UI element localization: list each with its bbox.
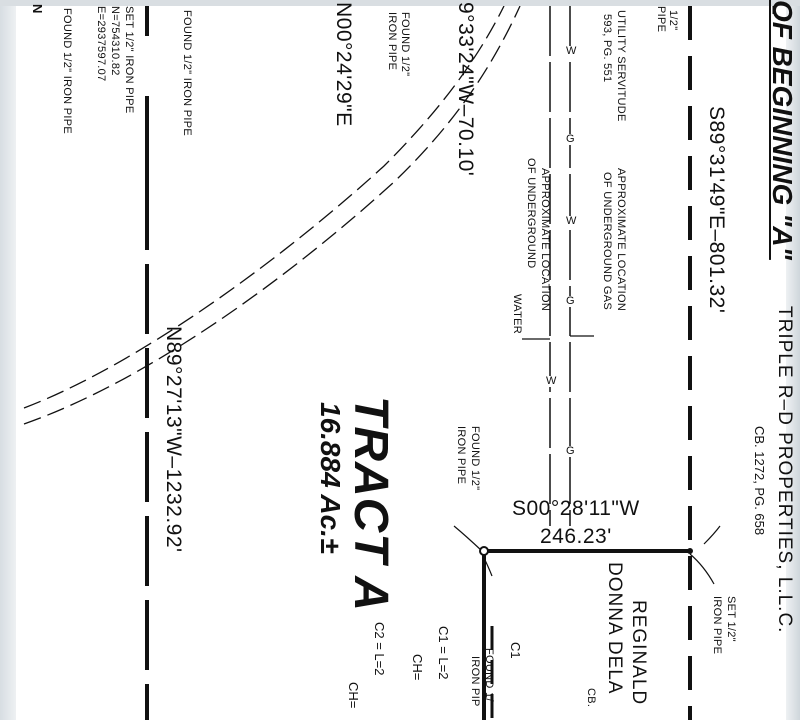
found-pipe-mid-label-2: IRON PIPE xyxy=(455,426,467,485)
top-bearing-fragment: N00°24'29"E xyxy=(332,2,355,127)
set-pipe-monument xyxy=(687,548,693,554)
viewer-right-edge xyxy=(786,0,800,720)
pipe-fragment-b: PIPE xyxy=(655,6,667,33)
gas-location-label-1: APPROXIMATE LOCATION xyxy=(615,168,627,312)
viewer-left-edge xyxy=(0,0,16,720)
diagonal-bearing: 9°33'24"W–70.10' xyxy=(454,2,477,177)
survey-plat: OF BEGINNING "A" TRIPLE R–D PROPERTIES, … xyxy=(14,0,798,720)
top-left-letter: N xyxy=(30,4,45,14)
found-pipe-mid-label-1: FOUND 1/2" xyxy=(469,426,481,491)
gas-marker: G xyxy=(566,445,575,457)
east-line-distance: 246.23' xyxy=(540,525,612,548)
water-location-label-2: OF UNDERGROUND xyxy=(525,158,537,269)
pipe-fragment-a: 1/2" xyxy=(667,10,679,31)
water-marker: W xyxy=(546,375,557,387)
road-edge-2 xyxy=(23,6,521,425)
adjoiner-donna: DONNA DELA xyxy=(604,562,625,695)
adjoiner-reginald-ref: CB. xyxy=(585,688,597,708)
curve-c1-label: C1 xyxy=(508,642,523,659)
water-marker: W xyxy=(566,215,577,227)
utility-servitude-ref: 593, PG. 551 xyxy=(601,14,613,83)
viewer-top-edge xyxy=(0,0,800,6)
adjoiner-triple-rd: TRIPLE R–D PROPERTIES, L.L.C. xyxy=(774,306,795,634)
found-pipe-bottom-label-1: FOUND 1/ xyxy=(483,648,495,702)
curve-c2-data: C2 = L=2 xyxy=(372,622,387,676)
tract-name: TRACT A xyxy=(344,396,397,612)
set-pipe-leader xyxy=(689,553,715,585)
water-location-label-1: APPROXIMATE LOCATION xyxy=(539,168,551,312)
set-pipe-left-label: SET 1/2" IRON PIPE xyxy=(123,6,135,114)
found-pipe-monument xyxy=(479,546,489,556)
road-edge-1 xyxy=(23,6,505,409)
east-line-bearing: S00°28'11"W xyxy=(512,497,640,520)
found-pipe-top-label-2: IRON PIPE xyxy=(386,12,398,71)
found-pipe-far-left-label: FOUND 1/2" IRON PIPE xyxy=(61,8,73,135)
corner-arrow xyxy=(703,525,721,545)
set-pipe-right-label-1: SET 1/2" xyxy=(725,596,737,642)
gas-marker: G xyxy=(566,295,575,307)
gas-location-label-2: OF UNDERGROUND GAS xyxy=(601,172,613,311)
gas-marker: G xyxy=(566,133,575,145)
water-marker: W xyxy=(566,45,577,57)
point-of-beginning-label: OF BEGINNING "A" xyxy=(767,0,798,260)
found-pipe-left-column-label: FOUND 1/2" IRON PIPE xyxy=(181,10,193,137)
found-pipe-top-label-1: FOUND 1/2" xyxy=(399,12,411,77)
adjoiner-triple-rd-ref: CB. 1272, PG. 658 xyxy=(752,426,767,536)
adjoiner-reginald: REGINALD xyxy=(628,600,649,706)
utility-servitude-label: UTILITY SERVITUDE xyxy=(615,10,627,122)
found-pipe-bottom-label-2: IRON PIP xyxy=(469,656,481,707)
water-location-label-3: WATER xyxy=(511,294,523,334)
coordinate-north: N=754310.82 xyxy=(109,6,121,76)
south-line-bearing: N89°27'13"W–1232.92' xyxy=(162,326,185,553)
curve-c1-chord: CH= xyxy=(410,654,425,681)
found-pipe-leader xyxy=(453,525,483,552)
pipe-arrow xyxy=(483,557,493,577)
set-pipe-right-label-2: IRON PIPE xyxy=(711,596,723,655)
coordinate-east: E=2937597.07 xyxy=(95,6,107,82)
curve-c1-data: C1 = L=2 xyxy=(436,626,451,680)
tract-area: 16.884 Ac.± xyxy=(315,402,346,554)
curve-c2-chord: CH= xyxy=(346,682,361,709)
north-line-bearing: S89°31'49"E–801.32' xyxy=(705,106,728,314)
